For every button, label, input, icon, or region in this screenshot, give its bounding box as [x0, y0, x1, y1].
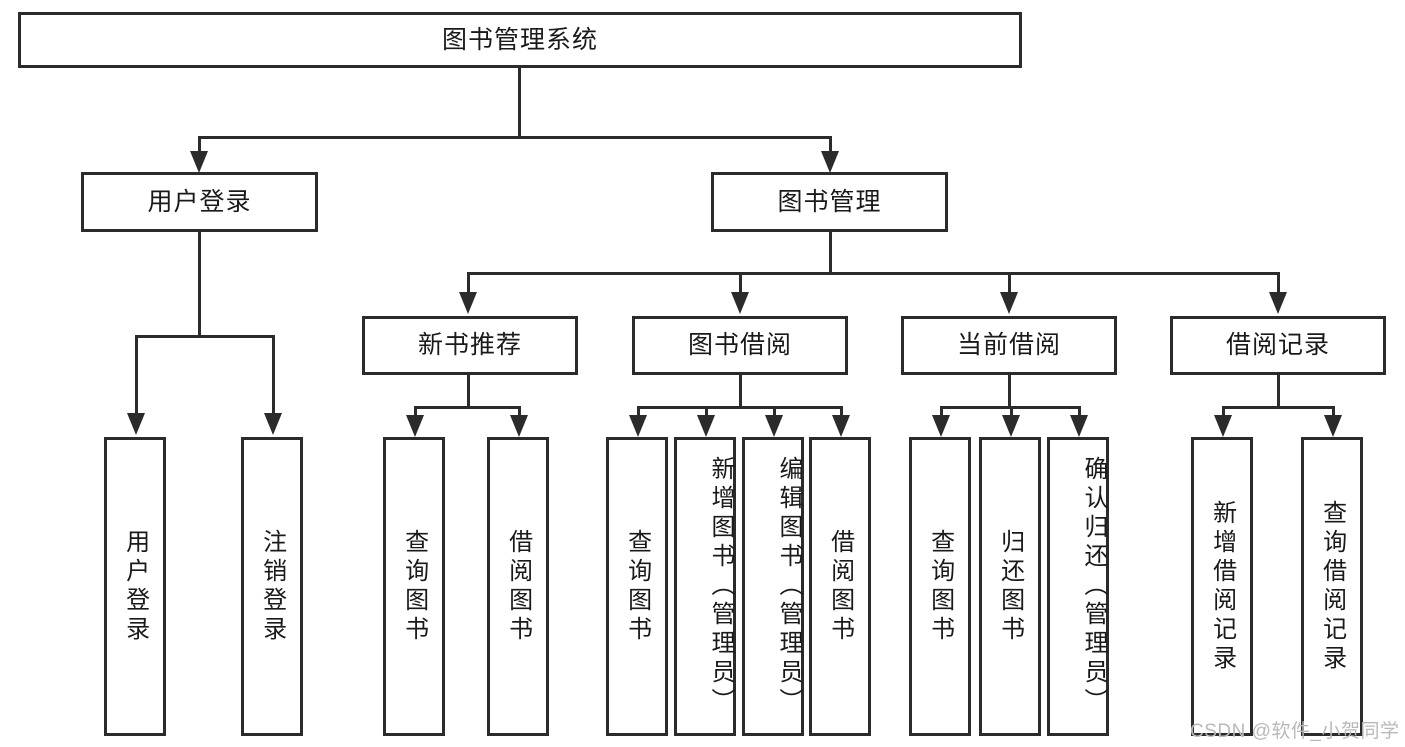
edge-root-to-book-manage	[829, 136, 832, 154]
edge-bb-to-leaf-1	[637, 406, 640, 418]
node-label: 确认归还（管理员）	[1080, 456, 1107, 717]
edge-nbr-stem	[467, 375, 470, 406]
edge-root-to-user-login	[198, 136, 201, 154]
arrow-root-to-book-manage	[821, 151, 839, 173]
edge-bb-stem	[739, 375, 742, 406]
node-leaf-edit-book[interactable]: 编辑图书（管理员）	[742, 437, 804, 736]
node-label: 查询图书	[623, 528, 651, 645]
node-label: 图书管理	[777, 187, 882, 216]
node-label: 借阅图书	[504, 528, 532, 645]
edge-user-login-to-leaf-2	[272, 335, 275, 415]
node-leaf-borrow-book-2[interactable]: 借阅图书	[809, 437, 871, 736]
arrow-cb-to-leaf-3	[1070, 415, 1088, 437]
node-label: 编辑图书（管理员）	[775, 456, 802, 717]
arrow-br-to-leaf-1	[1214, 415, 1232, 437]
edge-user-login-to-leaf-1	[135, 335, 138, 415]
node-user-login[interactable]: 用户登录	[81, 172, 318, 232]
node-label: 图书借阅	[687, 331, 792, 360]
arrow-bb-to-leaf-1	[629, 415, 647, 437]
node-borrow-record[interactable]: 借阅记录	[1170, 316, 1386, 375]
node-label: 当前借阅	[956, 331, 1061, 360]
edge-book-manage-stem	[829, 232, 832, 272]
node-leaf-query-book-1[interactable]: 查询图书	[383, 437, 445, 736]
edge-user-login-stem	[198, 232, 201, 335]
node-label: 借阅图书	[826, 528, 854, 645]
node-label: 查询借阅记录	[1318, 499, 1346, 674]
edge-br-bus	[1222, 406, 1335, 409]
edge-cb-to-leaf-1	[940, 406, 943, 418]
arrow-bb-to-leaf-4	[832, 415, 850, 437]
edge-bb-bus	[637, 406, 843, 409]
edge-root-stem	[518, 68, 521, 136]
node-root-system[interactable]: 图书管理系统	[18, 12, 1022, 68]
edge-nbr-bus	[414, 406, 521, 409]
edge-br-to-leaf-1	[1222, 406, 1225, 418]
node-label: 查询图书	[926, 528, 954, 645]
edge-root-bus	[198, 136, 832, 139]
node-label: 借阅记录	[1225, 331, 1330, 360]
node-label: 新书推荐	[417, 331, 522, 360]
edge-user-login-bus	[135, 335, 274, 338]
arrow-bm-to-book-borrow	[731, 292, 749, 314]
node-new-book-rec[interactable]: 新书推荐	[362, 316, 578, 375]
arrow-nbr-to-leaf-1	[406, 415, 424, 437]
arrow-bm-to-borrow-record	[1269, 292, 1287, 314]
node-label: 新增图书（管理员）	[707, 456, 734, 717]
edge-bm-to-borrow-record	[1277, 272, 1280, 296]
node-label: 归还图书	[996, 528, 1024, 645]
edge-br-to-leaf-2	[1332, 406, 1335, 418]
edge-bb-to-leaf-4	[840, 406, 843, 418]
arrow-cb-to-leaf-1	[932, 415, 950, 437]
edge-cb-to-leaf-3	[1078, 406, 1081, 418]
arrow-cb-to-leaf-2	[1002, 415, 1020, 437]
edge-bm-to-book-borrow	[739, 272, 742, 296]
node-label: 注销登录	[258, 528, 286, 645]
node-leaf-return-book[interactable]: 归还图书	[979, 437, 1041, 736]
node-leaf-query-record[interactable]: 查询借阅记录	[1301, 437, 1363, 736]
edge-bm-to-new-book-rec	[467, 272, 470, 296]
node-leaf-logout[interactable]: 注销登录	[241, 437, 303, 736]
arrow-root-to-user-login	[190, 151, 208, 173]
edge-book-manage-bus	[467, 272, 1280, 275]
node-label: 新增借阅记录	[1208, 499, 1236, 674]
node-label: 查询图书	[400, 528, 428, 645]
node-leaf-query-book-3[interactable]: 查询图书	[909, 437, 971, 736]
edge-cb-stem	[1008, 375, 1011, 406]
edge-bb-to-leaf-2	[705, 406, 708, 418]
arrow-bb-to-leaf-3	[765, 415, 783, 437]
node-label: 用户登录	[147, 187, 252, 216]
edge-nbr-to-leaf-2	[518, 406, 521, 418]
node-book-borrow[interactable]: 图书借阅	[632, 316, 848, 375]
arrow-bm-to-current-borrow	[1000, 292, 1018, 314]
edge-bb-to-leaf-3	[773, 406, 776, 418]
edge-br-stem	[1277, 375, 1280, 406]
arrow-bm-to-new-book-rec	[459, 292, 477, 314]
arrow-user-login-to-leaf-2	[264, 413, 282, 435]
arrow-br-to-leaf-2	[1324, 415, 1342, 437]
node-label: 用户登录	[121, 528, 149, 645]
node-leaf-user-login[interactable]: 用户登录	[104, 437, 166, 736]
edge-nbr-to-leaf-1	[414, 406, 417, 418]
arrow-user-login-to-leaf-1	[127, 413, 145, 435]
node-current-borrow[interactable]: 当前借阅	[901, 316, 1117, 375]
edge-cb-to-leaf-2	[1010, 406, 1013, 418]
node-leaf-borrow-book-1[interactable]: 借阅图书	[487, 437, 549, 736]
node-leaf-add-book[interactable]: 新增图书（管理员）	[674, 437, 736, 736]
node-book-manage[interactable]: 图书管理	[711, 172, 948, 232]
node-label: 图书管理系统	[441, 25, 598, 54]
edge-bm-to-current-borrow	[1008, 272, 1011, 296]
node-leaf-query-book-2[interactable]: 查询图书	[606, 437, 668, 736]
arrow-bb-to-leaf-2	[697, 415, 715, 437]
node-leaf-confirm-return[interactable]: 确认归还（管理员）	[1047, 437, 1109, 736]
arrow-nbr-to-leaf-2	[510, 415, 528, 437]
node-leaf-add-record[interactable]: 新增借阅记录	[1191, 437, 1253, 736]
